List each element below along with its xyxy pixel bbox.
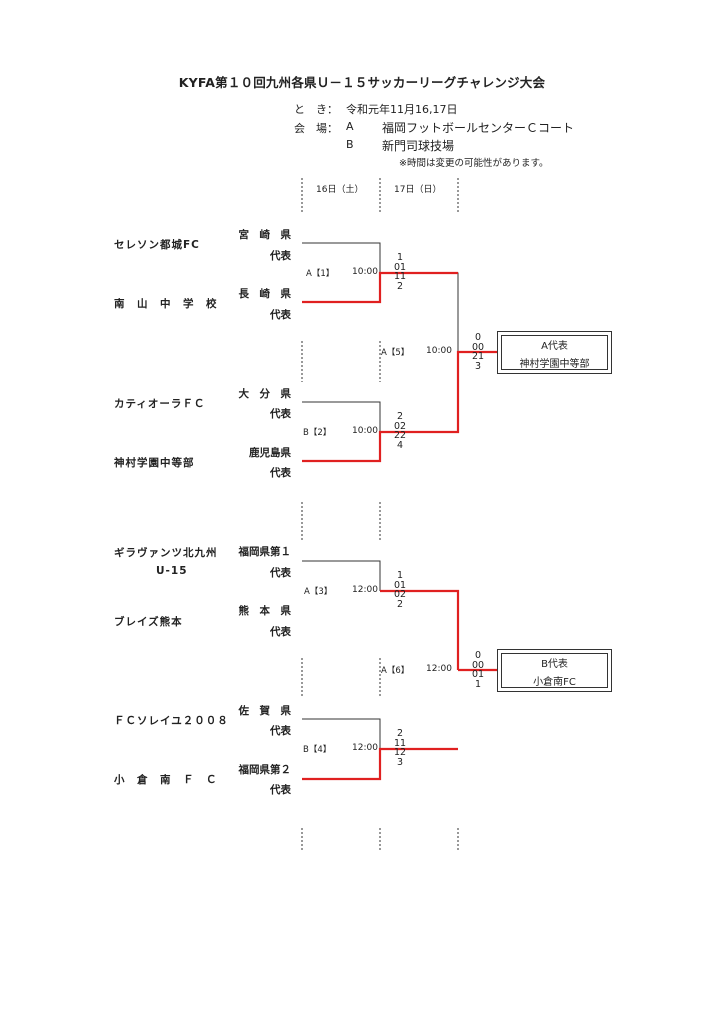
team-name: ＦＣソレイユ２００８	[114, 715, 229, 727]
team-rep: 代表	[270, 784, 291, 796]
team-prefecture: 鹿児島県	[249, 447, 291, 459]
venue-b-code: B	[346, 138, 354, 151]
venue-a-code: A	[346, 120, 354, 133]
match-time: 10:00	[352, 426, 378, 436]
final-label: B代表	[541, 659, 568, 670]
team-name-line2: U-15	[156, 565, 188, 577]
team-rep: 代表	[270, 408, 291, 420]
match-label: A【5】	[381, 348, 410, 358]
match-time: 12:00	[426, 664, 452, 674]
team-rep: 代表	[270, 309, 291, 321]
match-time: 10:00	[352, 267, 378, 277]
team-rep: 代表	[270, 725, 291, 737]
team-rep: 代表	[270, 467, 291, 479]
match-label: A【1】	[306, 269, 335, 279]
match-time: 10:00	[426, 346, 452, 356]
final-box-a: A代表 神村学園中等部	[497, 331, 612, 374]
team-name: 神村学園中等部	[114, 457, 195, 469]
day-separator-lines	[301, 178, 459, 850]
day1-header: 16日（土）	[316, 185, 364, 195]
team-rep: 代表	[270, 250, 291, 262]
match-time: 12:00	[352, 743, 378, 753]
match-label: A【6】	[381, 666, 410, 676]
team-prefecture: 宮 崎 県	[238, 229, 292, 241]
match-time: 12:00	[352, 585, 378, 595]
team-name: 小 倉 南 Ｆ Ｃ	[114, 774, 218, 786]
page-title: KYFA第１０回九州各県Ｕ－１５サッカーリーグチャレンジ大会	[178, 75, 546, 90]
venue-a-name: 福岡フットボールセンターＣコート	[382, 121, 575, 135]
venue-label: 会 場：	[294, 122, 338, 135]
venue-b-name: 新門司球技場	[382, 139, 455, 153]
match-label: B【4】	[303, 745, 332, 755]
team-prefecture: 熊 本 県	[238, 605, 292, 617]
team-name: ギラヴァンツ北九州	[114, 547, 218, 559]
team-prefecture: 大 分 県	[238, 388, 292, 400]
bracket-winner-lines	[302, 271, 497, 781]
date-value: 令和元年11月16,17日	[346, 103, 458, 116]
day2-header: 17日（日）	[394, 185, 442, 195]
team-prefecture: 福岡県第２	[238, 764, 292, 776]
date-label: と き：	[294, 103, 338, 116]
schedule-note: ※時間は変更の可能性があります。	[399, 158, 549, 169]
team-prefecture: 長 崎 県	[238, 288, 292, 300]
final-winner: 神村学園中等部	[519, 359, 590, 370]
team-name: セレソン都城FC	[114, 239, 200, 251]
final-label: A代表	[541, 341, 568, 352]
team-name: ブレイズ熊本	[114, 616, 183, 628]
team-prefecture: 佐 賀 県	[238, 705, 292, 717]
final-winner: 小倉南FC	[533, 677, 576, 688]
team-rep: 代表	[270, 567, 291, 579]
team-rep: 代表	[270, 626, 291, 638]
match-label: B【2】	[303, 428, 332, 438]
team-name: カティオーラＦＣ	[114, 398, 206, 410]
final-box-b: B代表 小倉南FC	[497, 649, 612, 692]
team-prefecture: 福岡県第１	[238, 546, 292, 558]
team-name: 南 山 中 学 校	[114, 298, 218, 310]
match-label: A【3】	[304, 587, 333, 597]
